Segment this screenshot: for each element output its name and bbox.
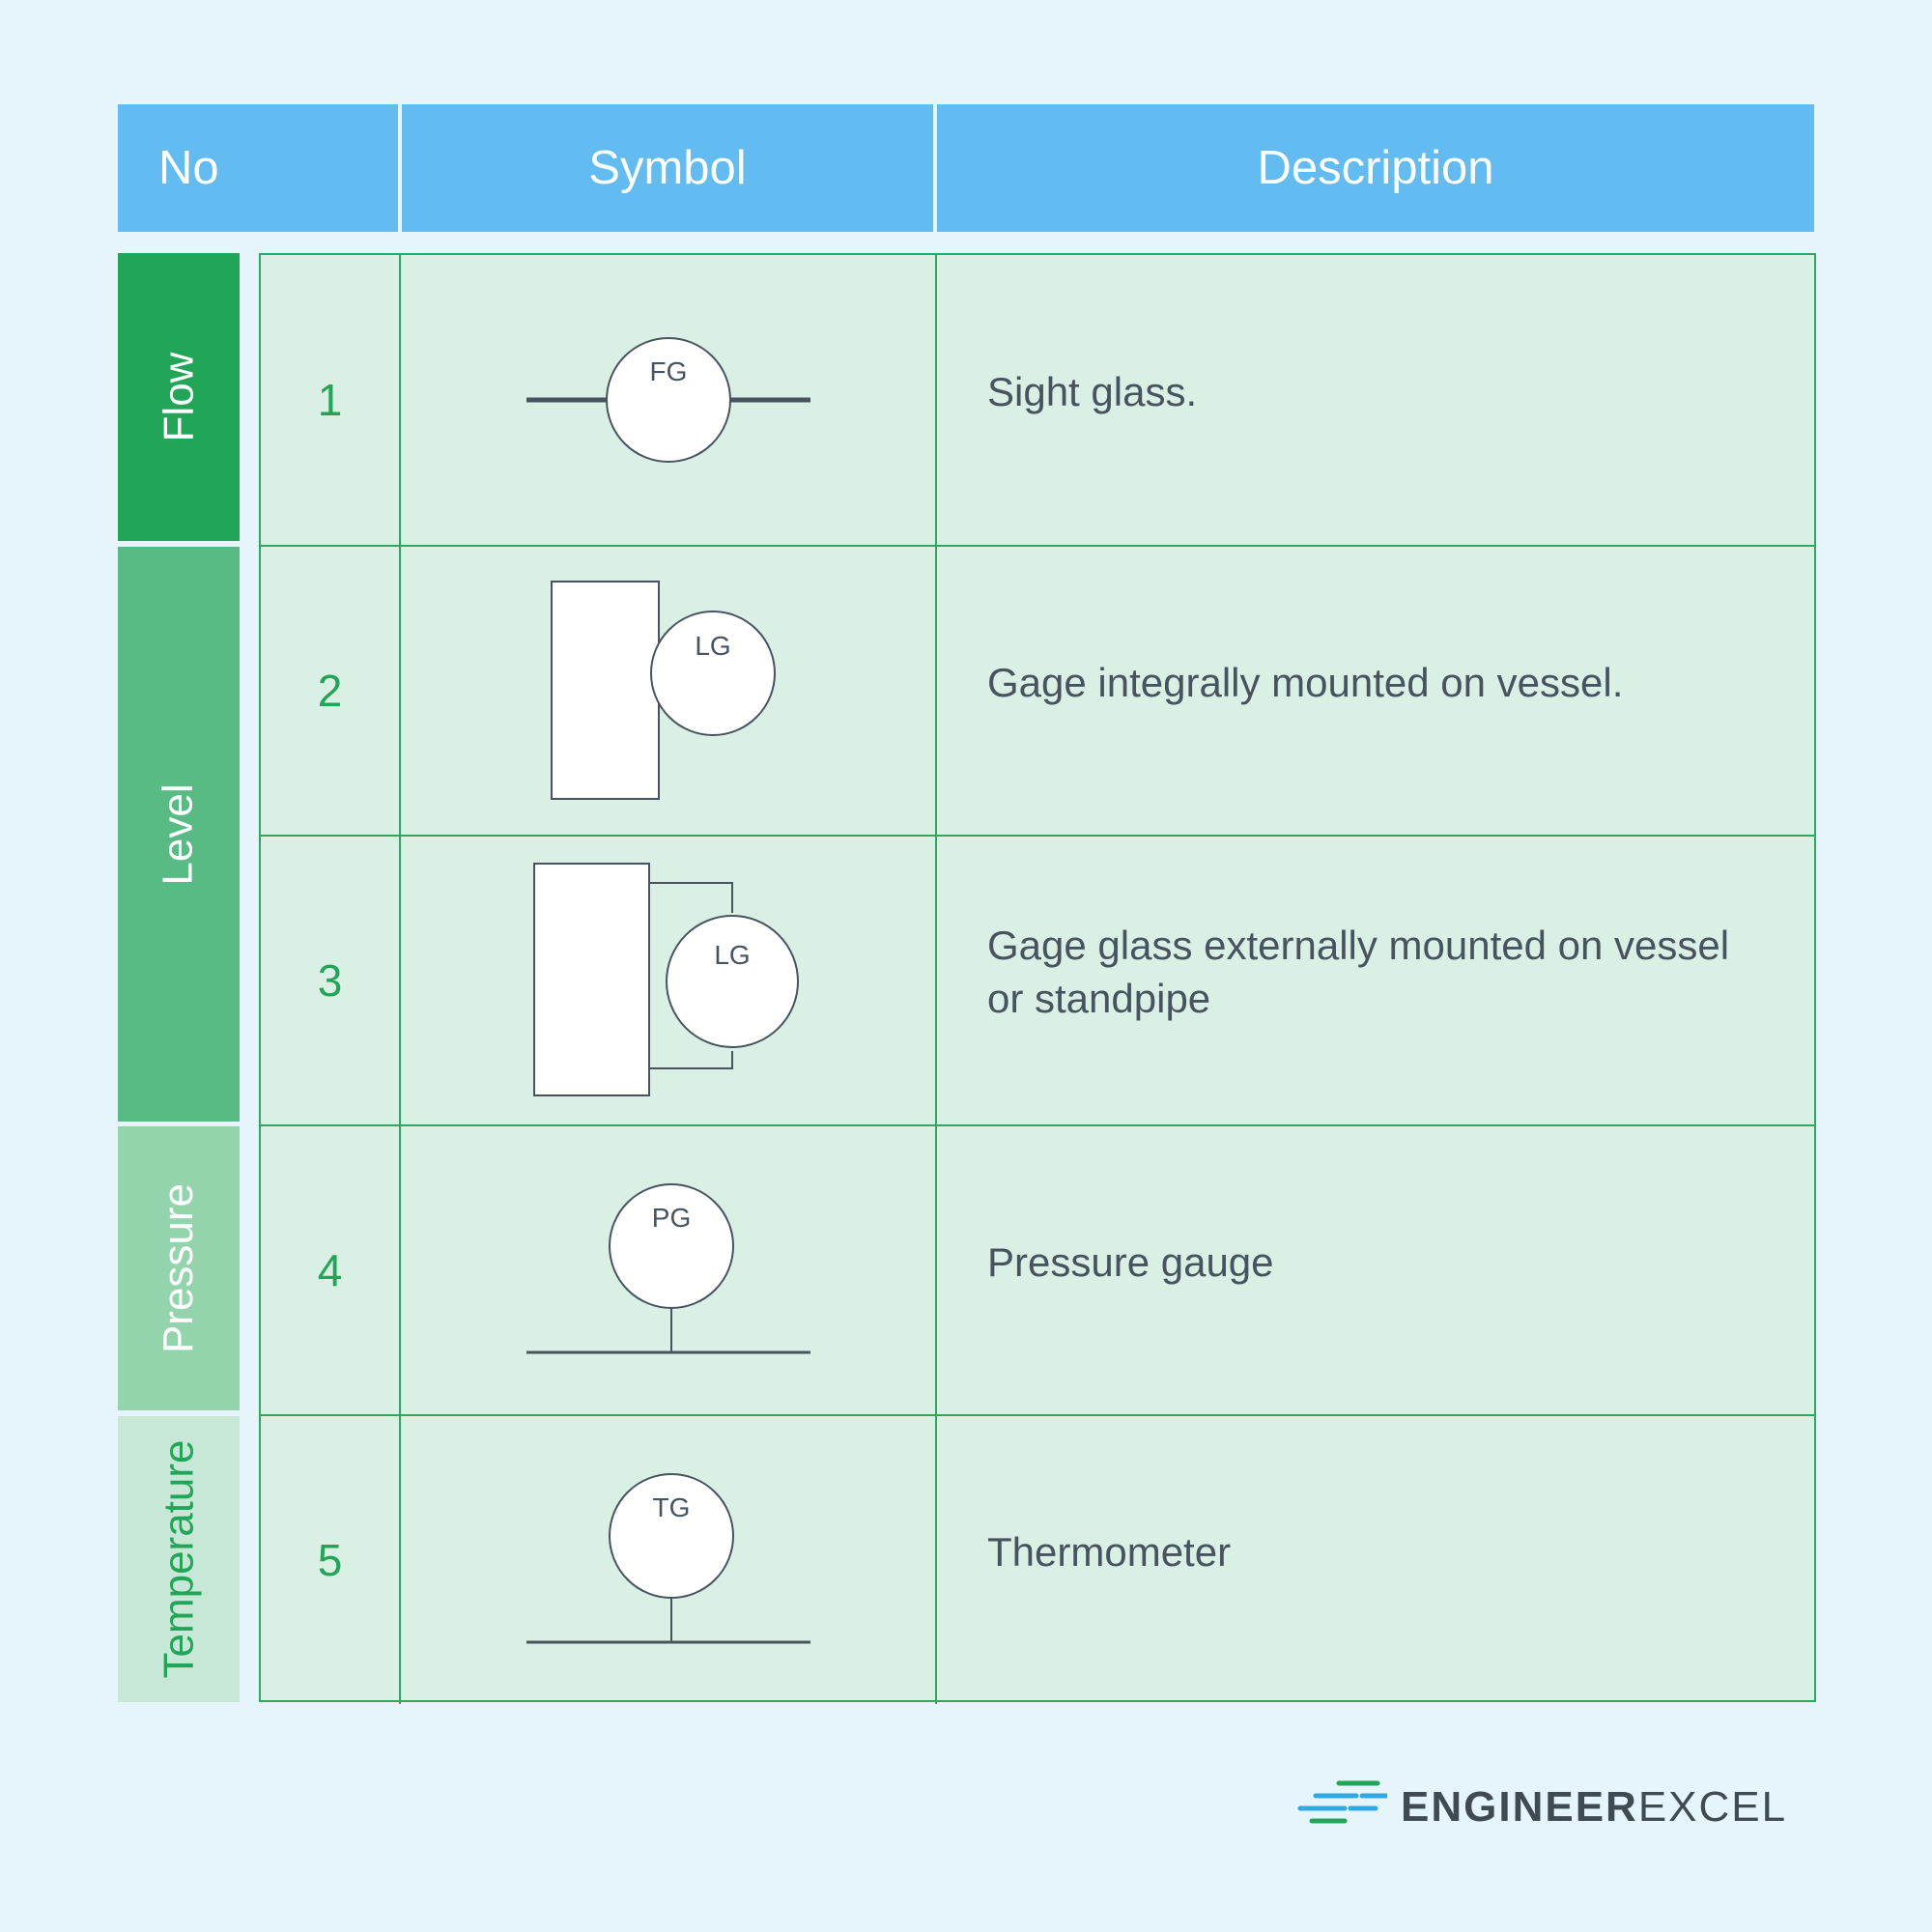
- category-level: Level: [118, 547, 240, 1122]
- symbol-cell: FG: [401, 255, 937, 545]
- table-row: 3 LG Gage glass externally mounted on ve…: [261, 835, 1814, 1124]
- logo-light-text: EXCEL: [1637, 1783, 1788, 1831]
- external-level-gage-symbol: LG: [533, 863, 799, 1096]
- category-label: Level: [155, 782, 202, 886]
- engineerexcel-logo: ENGINEEREXCEL: [1294, 1776, 1787, 1839]
- integral-level-gage-symbol: LG: [551, 581, 776, 800]
- description-text: Gage glass externally mounted on vessel …: [987, 923, 1730, 1021]
- category-label: Flow: [155, 352, 202, 442]
- table-row: 5 TG Thermometer: [261, 1414, 1814, 1704]
- pressure-gauge-symbol: PG: [526, 1183, 810, 1354]
- row-number: 5: [261, 1416, 401, 1704]
- logo-wordmark: ENGINEEREXCEL: [1401, 1783, 1787, 1832]
- symbol-label: PG: [652, 1203, 691, 1233]
- symbol-cell: TG: [401, 1416, 937, 1704]
- symbol-label: TG: [653, 1492, 691, 1522]
- category-label: Temperature: [155, 1439, 203, 1679]
- header-no: No: [118, 104, 398, 232]
- symbol-label: FG: [650, 356, 688, 386]
- table-row: 1 FG Sight glass.: [261, 255, 1814, 545]
- table-row: 2 LG Gage integrally mounted on vessel.: [261, 545, 1814, 835]
- symbol-cell: LG: [401, 837, 937, 1124]
- symbol-cell: LG: [401, 547, 937, 835]
- category-label: Pressure: [155, 1182, 203, 1354]
- row-number: 1: [261, 255, 401, 545]
- symbol-cell: PG: [401, 1126, 937, 1414]
- thermometer-symbol: TG: [526, 1473, 810, 1644]
- description-text: Sight glass.: [987, 368, 1198, 414]
- category-temperature: Temperature: [118, 1416, 240, 1702]
- description-cell: Thermometer: [937, 1416, 1814, 1704]
- description-cell: Gage integrally mounted on vessel.: [937, 547, 1814, 835]
- description-cell: Pressure gauge: [937, 1126, 1814, 1414]
- logo-strong-text: ENGINEER: [1401, 1783, 1638, 1831]
- header-description: Description: [937, 104, 1814, 232]
- description-cell: Sight glass.: [937, 255, 1814, 545]
- symbol-label: LG: [695, 631, 730, 661]
- row-number: 4: [261, 1126, 401, 1414]
- speed-lines-icon: [1297, 1780, 1387, 1824]
- header-symbol: Symbol: [402, 104, 933, 232]
- description-text: Thermometer: [987, 1528, 1232, 1575]
- description-text: Gage integrally mounted on vessel.: [987, 659, 1624, 705]
- description-cell: Gage glass externally mounted on vessel …: [937, 837, 1814, 1124]
- symbol-label: LG: [714, 940, 750, 970]
- symbol-table: 1 FG Sight glass. 2 LG Gage integrally m…: [259, 253, 1816, 1704]
- table-row: 4 PG Pressure gauge: [261, 1124, 1814, 1414]
- description-text: Pressure gauge: [987, 1238, 1274, 1285]
- row-number: 2: [261, 547, 401, 835]
- row-number: 3: [261, 837, 401, 1124]
- category-flow: Flow: [118, 253, 240, 541]
- sight-glass-symbol: FG: [526, 337, 810, 463]
- category-pressure: Pressure: [118, 1126, 240, 1410]
